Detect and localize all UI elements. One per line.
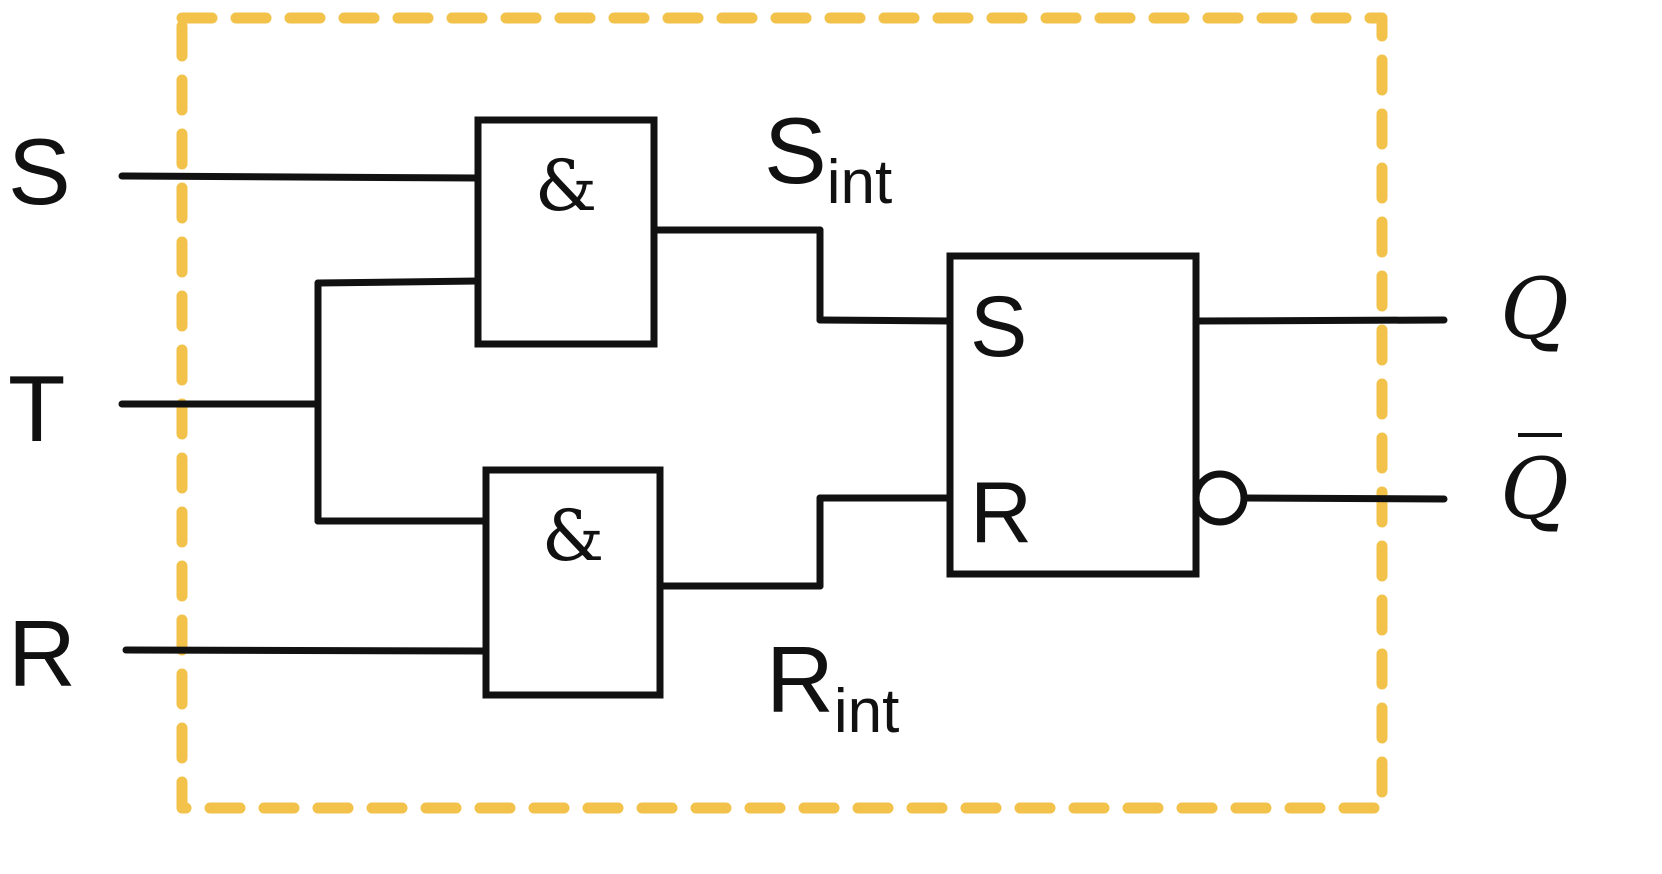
and-gate-top-symbol: & bbox=[535, 145, 597, 227]
and-gate-bottom-symbol: & bbox=[542, 495, 604, 577]
s-int-main: S bbox=[764, 98, 827, 203]
wire-sint-h2 bbox=[816, 316, 954, 325]
ff-reset-pin-label: R bbox=[970, 465, 1032, 561]
and-gate-top bbox=[474, 116, 658, 348]
input-label-s: S bbox=[8, 119, 71, 224]
wire-q-output bbox=[1192, 316, 1448, 325]
output-label-q: Q bbox=[1500, 260, 1569, 358]
input-label-t: T bbox=[8, 356, 65, 461]
r-int-main: R bbox=[766, 627, 834, 732]
output-label-q-bar: Q bbox=[1500, 440, 1569, 538]
ff-set-pin-label: S bbox=[970, 279, 1027, 375]
wire-qbar-output bbox=[1240, 494, 1448, 503]
input-label-r: R bbox=[8, 601, 76, 706]
r-int-subscript: int bbox=[834, 677, 899, 746]
signal-label-s-int: Sint bbox=[764, 98, 892, 217]
s-int-subscript: int bbox=[827, 148, 892, 217]
wire-s-input bbox=[118, 172, 482, 182]
sr-flipflop bbox=[946, 252, 1200, 578]
wire-r-input bbox=[122, 646, 490, 655]
block-boundary bbox=[176, 12, 1388, 814]
signal-label-r-int: Rint bbox=[766, 627, 899, 746]
wire-t-to-top-gate bbox=[314, 277, 482, 287]
inversion-bubble bbox=[1192, 470, 1248, 526]
